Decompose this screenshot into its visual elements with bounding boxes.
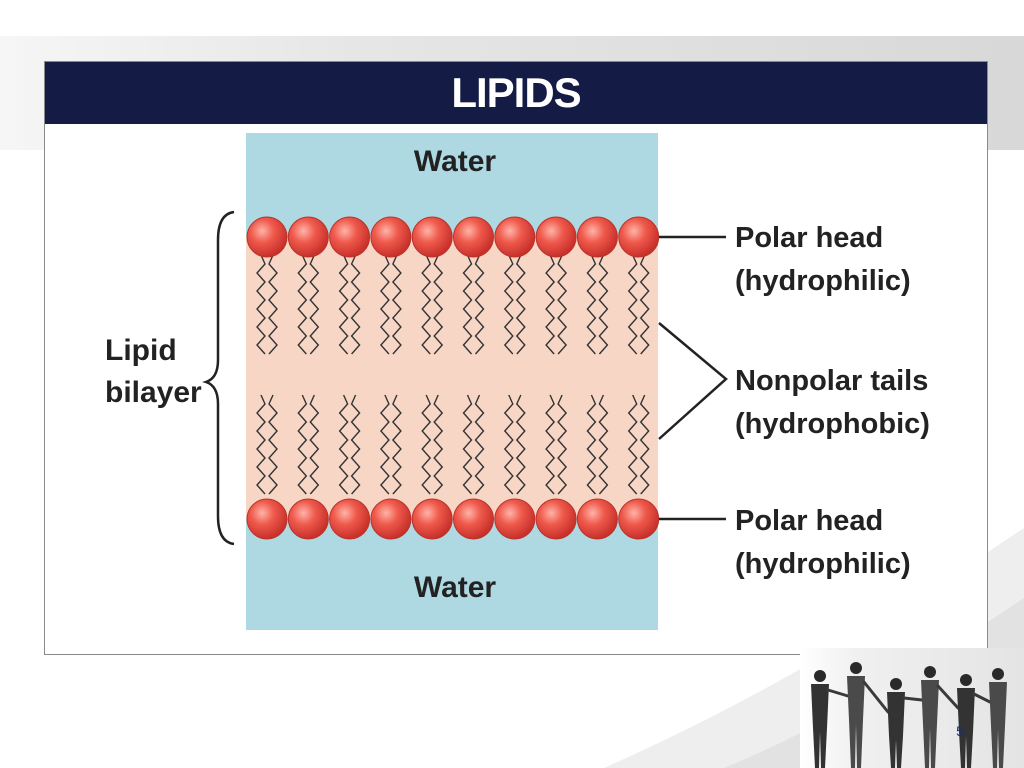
tail-upper bbox=[309, 254, 320, 355]
tail-lower bbox=[256, 394, 266, 495]
tails-label-line2: (hydrophobic) bbox=[735, 408, 930, 440]
tail-lower bbox=[474, 394, 485, 495]
bilayer-core bbox=[246, 236, 658, 519]
tail-upper bbox=[639, 254, 650, 355]
polar-head-top bbox=[535, 216, 577, 258]
tail-upper bbox=[379, 254, 390, 355]
tail-lower bbox=[268, 394, 278, 495]
polar-head-bottom bbox=[411, 498, 453, 540]
hydrophobic-tails bbox=[256, 254, 650, 495]
tail-lower bbox=[379, 394, 390, 495]
tail-upper bbox=[421, 254, 432, 355]
tail-lower bbox=[545, 394, 556, 495]
tail-lower bbox=[515, 394, 526, 495]
tail-upper bbox=[433, 254, 444, 355]
tail-upper bbox=[586, 254, 597, 355]
tail-upper bbox=[627, 254, 638, 355]
polar-head-top bbox=[287, 216, 329, 258]
bilayer-label-line2: bilayer bbox=[105, 376, 202, 409]
polar-head-bottom bbox=[453, 498, 494, 540]
polar-head-top bbox=[370, 216, 412, 258]
tail-upper bbox=[503, 254, 514, 355]
polar-head-top bbox=[576, 216, 618, 258]
tail-lower bbox=[433, 394, 444, 495]
tail-upper bbox=[598, 254, 609, 355]
polar-head-bottom bbox=[618, 498, 660, 540]
bilayer-label-line1: Lipid bbox=[105, 334, 177, 367]
tail-upper bbox=[268, 254, 278, 355]
polar-head-top bbox=[246, 216, 288, 258]
polar-head-top bbox=[618, 216, 660, 258]
person-silhouette bbox=[957, 674, 975, 768]
joined-hands bbox=[902, 696, 924, 702]
tail-lower bbox=[350, 394, 361, 495]
polar-head-top bbox=[411, 216, 453, 258]
tail-lower bbox=[462, 394, 473, 495]
title-bar: LIPIDS bbox=[45, 62, 987, 124]
tail-lower bbox=[503, 394, 514, 495]
head-bottom-label-line2: (hydrophilic) bbox=[735, 548, 911, 580]
polar-head-bottom bbox=[246, 498, 288, 540]
head-bottom-label-line1: Polar head bbox=[735, 505, 883, 537]
polar-head-bottom bbox=[535, 498, 577, 540]
people-silhouettes bbox=[811, 662, 1007, 768]
tail-lower bbox=[338, 394, 349, 495]
person-silhouette bbox=[921, 666, 939, 768]
polar-head-bottom bbox=[287, 498, 329, 540]
tail-lower bbox=[627, 394, 638, 495]
water-label-bottom: Water bbox=[414, 571, 497, 604]
tail-upper bbox=[545, 254, 556, 355]
joined-hands bbox=[972, 692, 992, 704]
tails-label-line1: Nonpolar tails bbox=[735, 365, 928, 397]
head-top-label-line1: Polar head bbox=[735, 222, 883, 254]
tail-lower bbox=[391, 394, 402, 495]
tail-lower bbox=[586, 394, 597, 495]
tail-upper bbox=[557, 254, 568, 355]
polar-head-bottom bbox=[370, 498, 412, 540]
polar-head-bottom bbox=[576, 498, 618, 540]
joined-hands bbox=[862, 680, 890, 714]
polar-head-bottom bbox=[329, 498, 371, 540]
slide-title: LIPIDS bbox=[451, 69, 581, 116]
joined-hands bbox=[826, 688, 850, 698]
water-label-top: Water bbox=[414, 145, 497, 178]
person-silhouette bbox=[887, 678, 905, 768]
polar-heads-bottom-layer bbox=[246, 498, 660, 540]
tail-lower bbox=[557, 394, 568, 495]
tail-upper bbox=[350, 254, 361, 355]
page-number: 5 bbox=[956, 723, 964, 739]
tail-upper bbox=[462, 254, 473, 355]
tail-upper bbox=[297, 254, 308, 355]
people-holding-hands-image bbox=[800, 648, 1024, 768]
head-top-label-line2: (hydrophilic) bbox=[735, 265, 911, 297]
bilayer-brace bbox=[202, 210, 235, 546]
polar-head-bottom bbox=[494, 498, 536, 540]
tail-upper bbox=[391, 254, 402, 355]
tail-upper bbox=[256, 254, 266, 355]
tail-upper bbox=[474, 254, 485, 355]
polar-heads-top-layer bbox=[246, 216, 660, 258]
joined-hands bbox=[936, 684, 960, 710]
tail-lower bbox=[297, 394, 308, 495]
tail-lower bbox=[309, 394, 320, 495]
person-silhouette bbox=[811, 670, 829, 768]
polar-head-top bbox=[494, 216, 536, 258]
polar-head-top bbox=[453, 216, 494, 258]
person-silhouette bbox=[847, 662, 865, 768]
tail-upper bbox=[515, 254, 526, 355]
tail-lower bbox=[598, 394, 609, 495]
tails-leader-lines bbox=[658, 322, 728, 440]
tail-lower bbox=[421, 394, 432, 495]
person-silhouette bbox=[989, 668, 1007, 768]
tail-lower bbox=[639, 394, 650, 495]
polar-head-top bbox=[329, 216, 371, 258]
tail-upper bbox=[338, 254, 349, 355]
